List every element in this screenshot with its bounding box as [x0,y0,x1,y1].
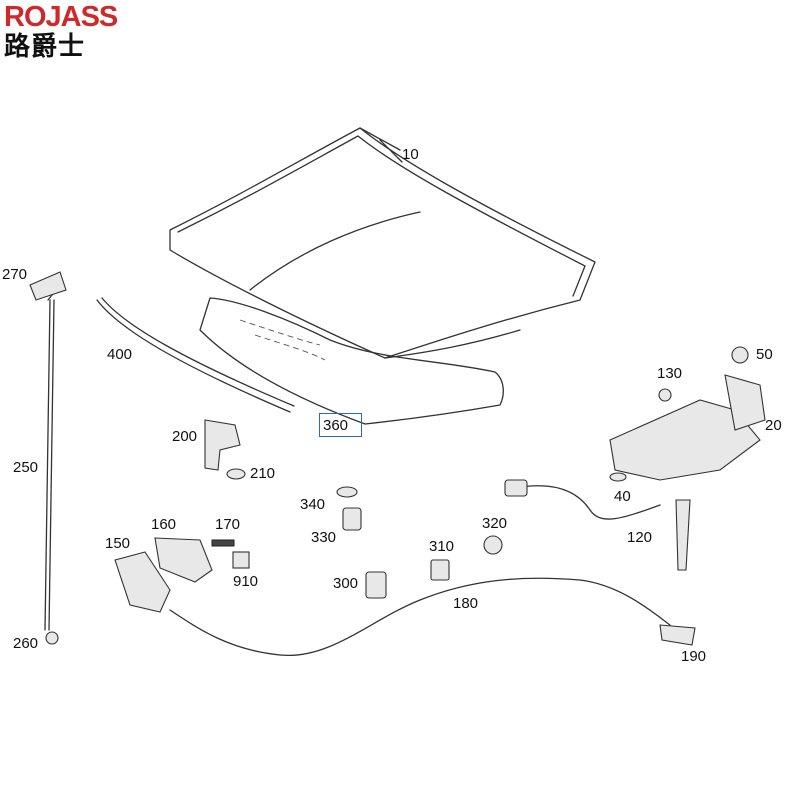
callout-330: 330 [311,529,337,546]
callout-120: 120 [627,529,653,546]
callout-180: 180 [453,595,479,612]
switch-310 [430,559,450,581]
callout-10: 10 [402,146,419,163]
callout-150: 150 [105,535,131,552]
callout-50: 50 [756,346,773,363]
washer-340 [336,486,358,498]
clip-320 [483,535,503,555]
bumper-330 [342,507,362,531]
callout-400: 400 [107,346,133,363]
release-cable [169,577,671,657]
callout-130: 130 [657,365,683,382]
callout-360: 360 [323,417,349,434]
rod-holder-270 [29,271,67,301]
callout-250: 250 [13,459,39,476]
callout-260: 260 [13,635,39,652]
insulation-mat [199,297,504,425]
latch-assembly [609,346,766,482]
hood-panel [169,127,596,359]
callout-320: 320 [482,515,508,532]
prop-rod [44,284,61,631]
brand-name-cn: 路爵士 [4,32,86,62]
callout-910: 910 [233,573,259,590]
callout-200: 200 [172,428,198,445]
callout-300: 300 [333,575,359,592]
lock-assembly [114,537,250,613]
seal-strip [96,297,295,413]
callout-20: 20 [765,417,782,434]
callout-160: 160 [151,516,177,533]
hinge-bracket [204,419,241,471]
sensor-300 [365,571,387,599]
brand-logo: ROJASS 路爵士 [4,1,118,62]
callout-340: 340 [300,496,326,513]
callout-190: 190 [681,648,707,665]
brand-name-en: ROJASS [4,1,118,33]
highlight-box-360 [319,413,362,437]
sensor-cable [504,479,691,571]
callout-310: 310 [429,538,455,555]
callout-170: 170 [215,516,241,533]
grommet-260 [45,631,59,645]
callout-210: 210 [250,465,276,482]
release-handle-190 [659,624,696,646]
buffer-210 [226,468,246,480]
callout-270: 270 [2,266,28,283]
callout-40: 40 [614,488,631,505]
